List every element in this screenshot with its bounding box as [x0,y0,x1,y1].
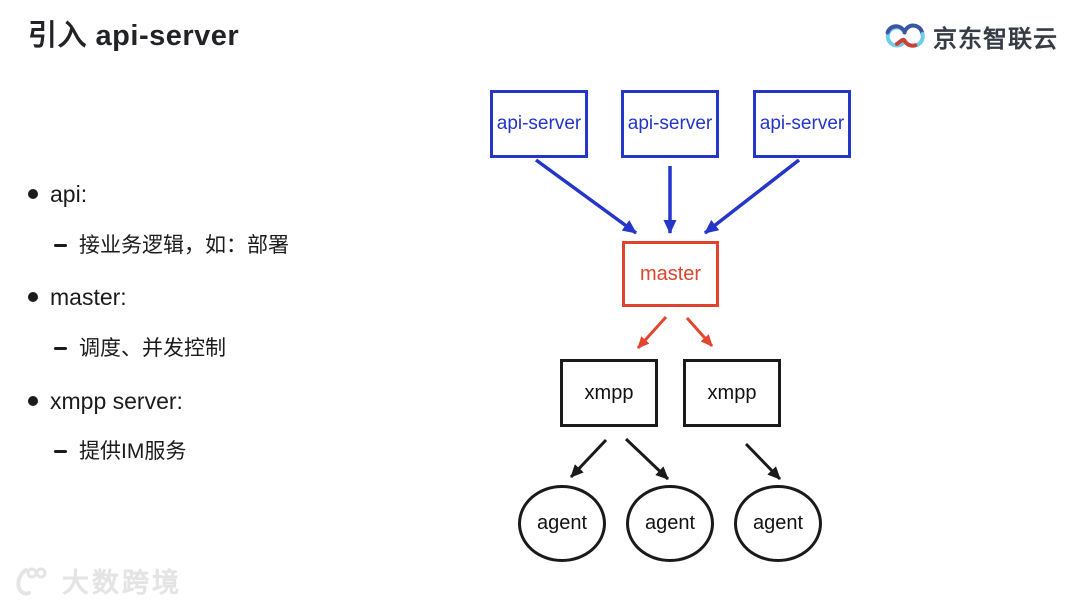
node-api-server-3-label: api-server [759,113,845,134]
bullet-dot-icon [28,189,38,199]
jd-cloud-infinity-icon [885,23,925,48]
watermark: 大数跨境 [12,561,182,600]
edge-api3-master [703,158,801,235]
edge-master-xmpp1 [636,315,668,350]
jd-cloud-logo: 京东智联云 [882,18,1058,54]
bullet-xmpp-server-label: xmpp server: [50,388,183,414]
dash-icon [54,450,67,453]
edge-xmpp2-agent3 [744,442,782,481]
bullet-api: api: [28,181,87,207]
sub-bullet-master-label: 调度、并发控制 [79,337,226,360]
node-master-label: master [639,262,702,285]
node-master: master [622,241,719,307]
sub-bullet-api: 接业务逻辑，如：部署 [54,234,289,258]
edge-xmpp1-agent1 [569,438,608,479]
sub-bullet-master: 调度、并发控制 [54,337,226,361]
node-agent-2-label: agent [644,512,696,534]
node-api-server-3: api-server [753,90,851,158]
sub-bullet-api-label: 接业务逻辑，如：部署 [79,234,289,257]
node-agent-2: agent [626,485,714,562]
bullet-dot-icon [28,396,38,406]
node-xmpp-2: xmpp [683,359,781,427]
dash-icon [54,347,67,350]
100-swoosh-icon [16,567,47,596]
node-agent-3: agent [734,485,822,562]
sub-bullet-xmpp-server-label: 提供IM服务 [79,440,187,463]
page-title: 引入 api-server [28,20,240,52]
edge-api1-master [534,158,638,235]
node-agent-1: agent [518,485,606,562]
sub-bullet-xmpp-server: 提供IM服务 [54,440,186,464]
node-xmpp-1-label: xmpp [584,381,634,404]
node-agent-1-label: agent [536,512,588,534]
edge-master-xmpp2 [685,317,714,347]
node-api-server-2: api-server [621,90,719,158]
node-api-server-1: api-server [490,90,588,158]
node-api-server-1-label: api-server [496,113,582,134]
watermark-label: 大数跨境 [62,568,182,598]
bullet-dot-icon [28,292,38,302]
bullet-master: master: [28,284,127,310]
node-xmpp-1: xmpp [560,359,658,427]
logo-wordmark: 京东智联云 [933,25,1058,53]
bullet-xmpp-server: xmpp server: [28,388,183,414]
bullet-master-label: master: [50,284,127,310]
edge-xmpp1-agent2 [624,437,670,481]
node-agent-3-label: agent [752,512,804,534]
node-xmpp-2-label: xmpp [707,381,757,404]
bullet-api-label: api: [50,181,88,207]
node-api-server-2-label: api-server [627,113,713,134]
dash-icon [54,244,67,247]
